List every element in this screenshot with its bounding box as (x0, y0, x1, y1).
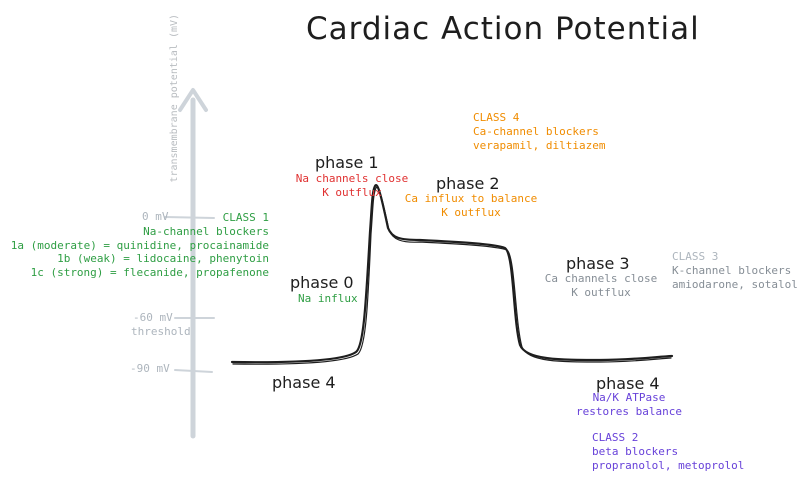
phase2-desc-line: K outflux (441, 205, 501, 219)
phase3-desc-line: K outflux (571, 285, 631, 299)
class3-line: amiodarone, sotalol (672, 277, 798, 291)
action-potential-curve-sketch (232, 186, 672, 365)
diagram-title: Cardiac Action Potential (306, 11, 700, 47)
class2-block: CLASS 2 beta blockers propranolol, metop… (592, 431, 744, 472)
phase1-label: phase 1 (315, 153, 379, 172)
class3-line: K-channel blockers (672, 263, 792, 277)
class2-line: beta blockers (592, 444, 679, 458)
y-axis-label: transmembrane potential (mV) (168, 13, 180, 183)
phase2-label: phase 2 (436, 174, 500, 193)
class1-line: 1a (moderate) = quinidine, procainamide (10, 238, 269, 252)
action-potential-curve (230, 184, 674, 364)
phase0-label: phase 0 (290, 273, 354, 292)
class1-line: Na-channel blockers (143, 224, 269, 238)
phase2-desc-line: Ca influx to balance (404, 192, 538, 205)
class4-line: verapamil, diltiazem (473, 138, 606, 152)
class2-line: propranolol, metoprolol (592, 458, 745, 472)
class4-line: Ca-channel blockers (473, 124, 599, 138)
phase4-right-label: phase 4 (596, 374, 660, 393)
phase1-desc: Na channels close K outflux (282, 172, 422, 200)
tick-minus90mv (174, 369, 213, 373)
class1-block: CLASS 1 Na-channel blockers 1a (moderate… (0, 211, 269, 280)
phase4-right-desc: Na/K ATPase restores balance (566, 391, 692, 419)
phase4-desc-line: restores balance (576, 404, 682, 418)
tick-label-0mv: 0 mV (142, 210, 169, 223)
class1-line: 1b (weak) = lidocaine, phenytoin (57, 252, 269, 266)
class1-line: 1c (strong) = flecanide, propafenone (30, 266, 269, 279)
tick-label-minus60mv: -60 mV (133, 311, 173, 324)
phase0-desc: Na influx (298, 292, 358, 305)
phase3-desc: Ca channels close K outflux (538, 272, 664, 300)
class1-name: CLASS 1 (222, 211, 269, 224)
class3-name: CLASS 3 (672, 250, 719, 263)
class4-name: CLASS 4 (473, 111, 520, 124)
phase4-desc-line: Na/K ATPase (592, 391, 666, 404)
phase2-desc: Ca influx to balance K outflux (398, 192, 544, 220)
y-axis-arrowhead (178, 88, 208, 112)
class3-block: CLASS 3 K-channel blockers amiodarone, s… (672, 250, 798, 291)
phase1-desc-line: K outflux (322, 185, 382, 199)
phase3-label: phase 3 (566, 254, 630, 273)
phase1-desc-line: Na channels close (295, 172, 409, 185)
class4-block: CLASS 4 Ca-channel blockers verapamil, d… (473, 111, 605, 152)
tick-label-minus90mv: -90 mV (130, 362, 170, 375)
threshold-label: threshold (131, 325, 191, 338)
tick-0mv (164, 216, 215, 219)
class2-name: CLASS 2 (592, 431, 639, 444)
phase3-desc-line: Ca channels close (544, 272, 658, 285)
phase4-left-label: phase 4 (272, 373, 336, 392)
